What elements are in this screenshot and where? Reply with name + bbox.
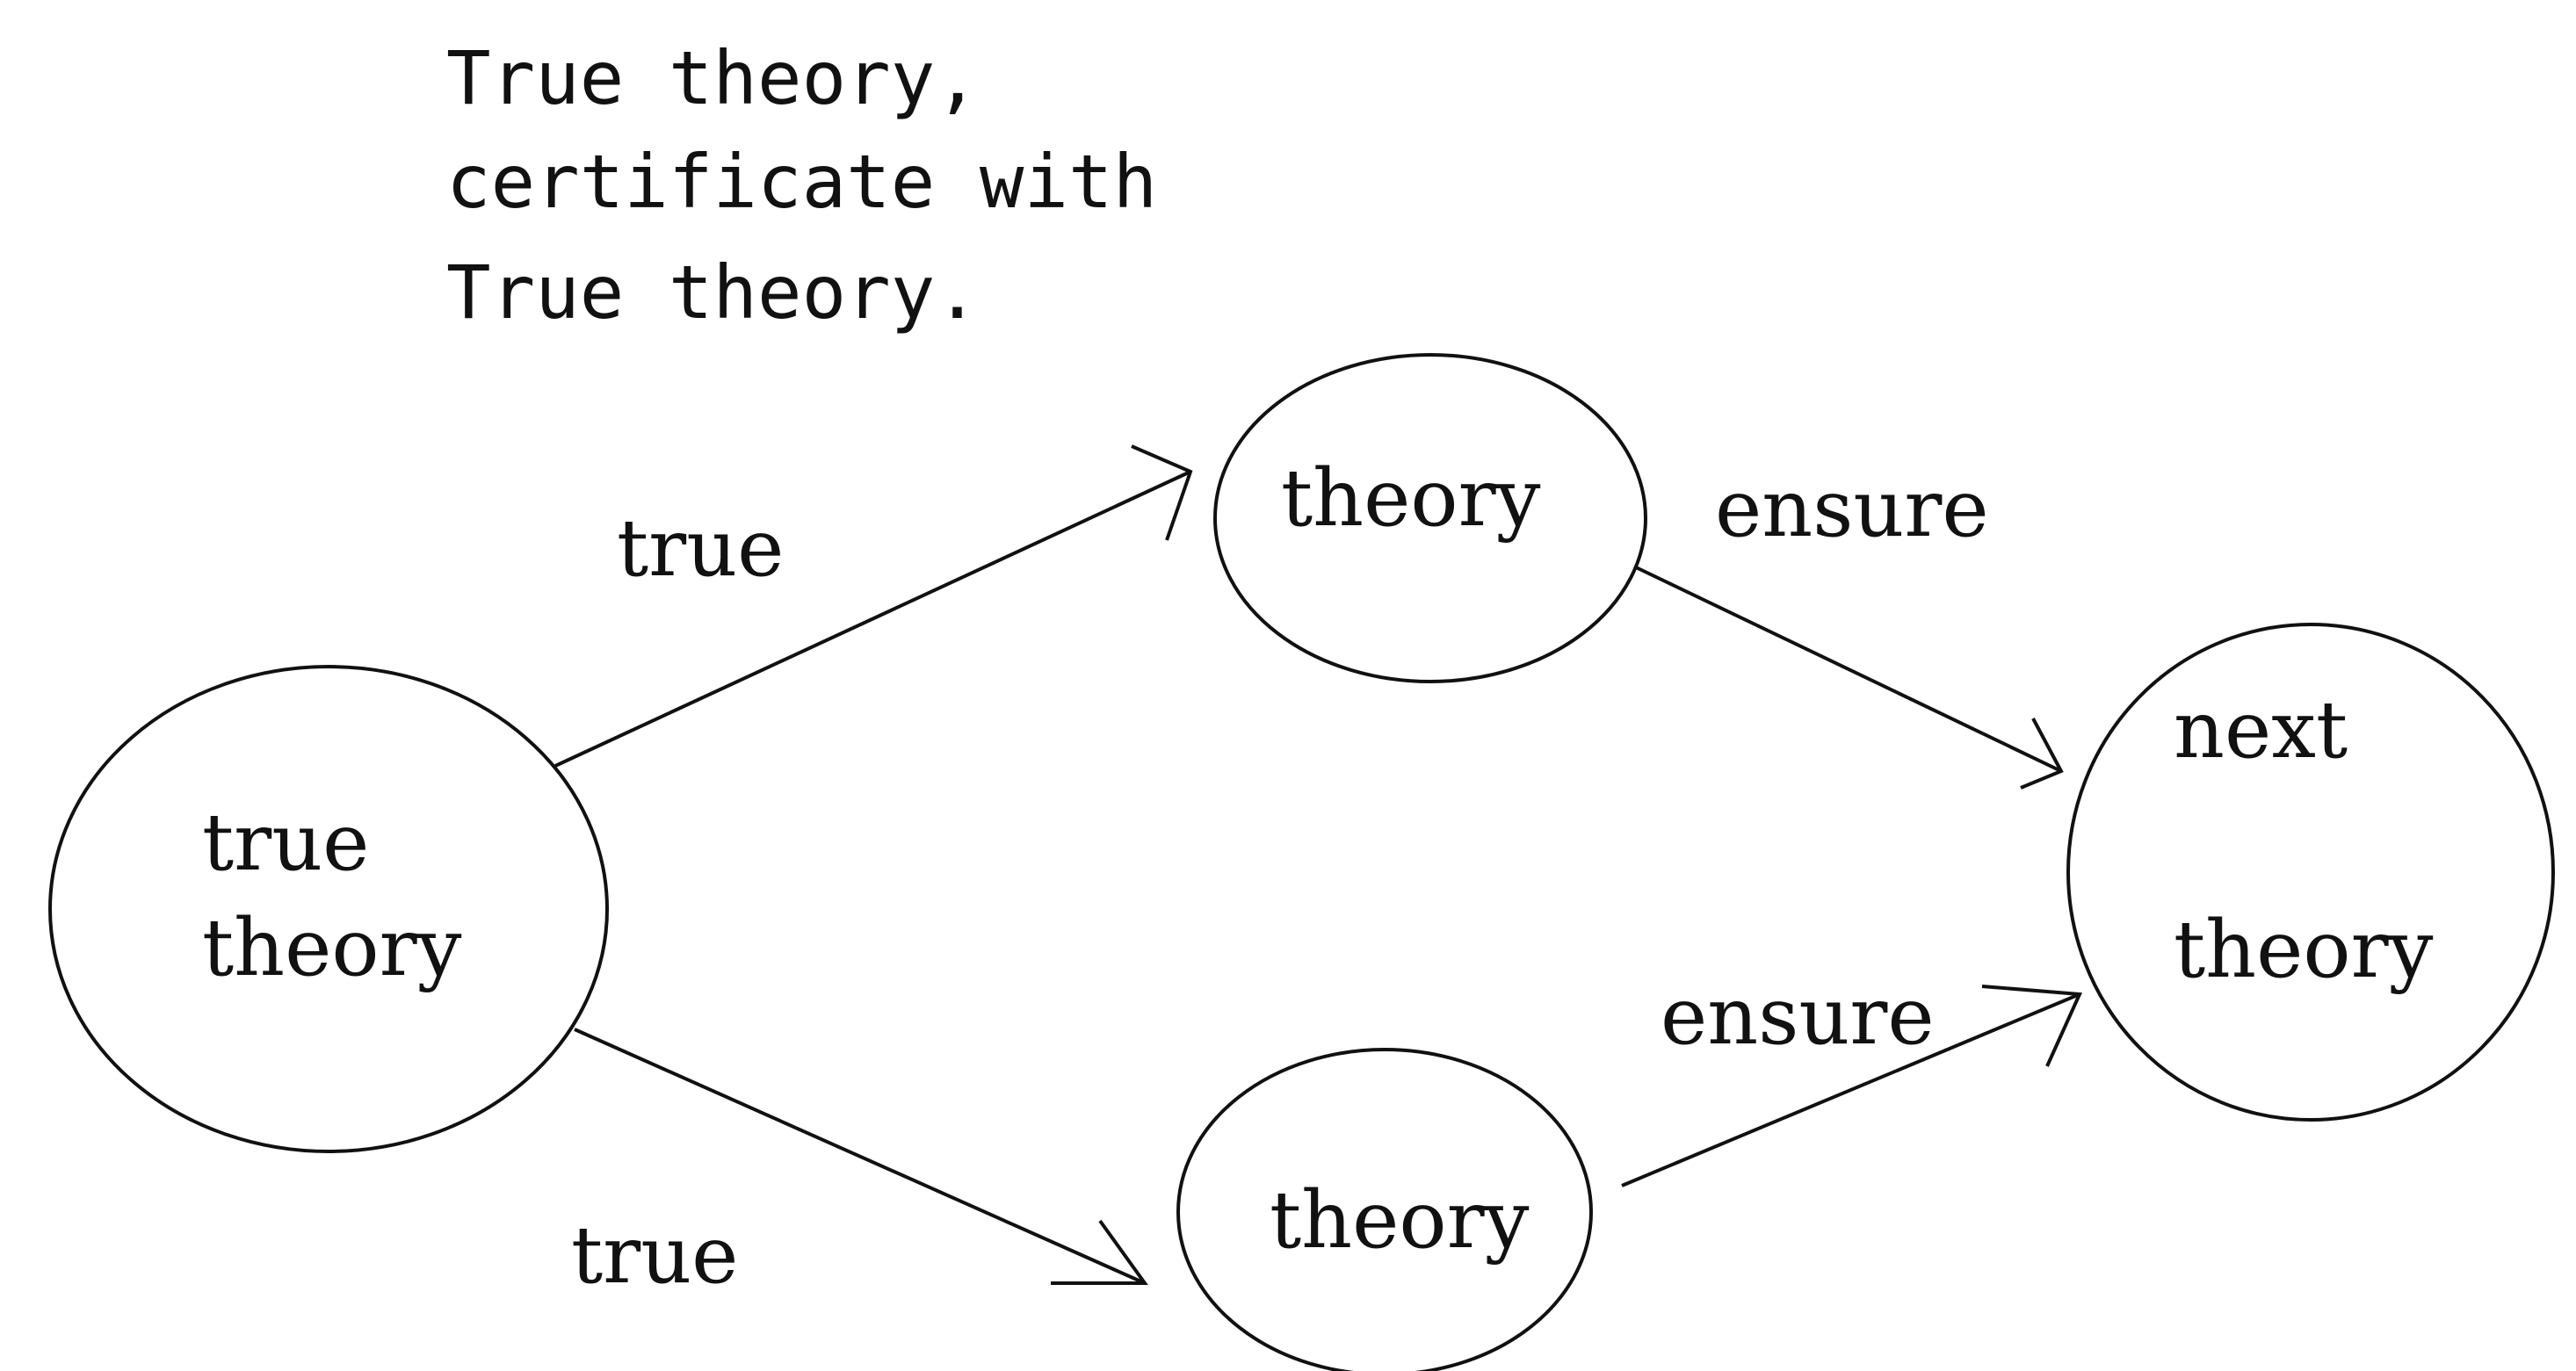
node-true-theory-label-line2: theory	[202, 902, 462, 994]
node-true-theory-ellipse	[48, 665, 609, 1153]
edge-true-to-theory-bottom: true	[571, 1028, 1148, 1302]
node-next-theory-label-line1: next	[2174, 684, 2348, 776]
node-theory-bottom-ellipse	[1176, 1048, 1593, 1371]
node-next-theory: next theory	[2066, 623, 2555, 1122]
edge-true-to-theory-bottom-label: true	[571, 1209, 738, 1302]
arrowhead-icon	[1131, 444, 1193, 541]
edge-true-to-theory-top-label: true	[617, 502, 784, 595]
caption-line-2: certificate with	[446, 139, 1157, 225]
edge-theory-bottom-to-next-line	[1621, 992, 2080, 1187]
arrowhead-icon	[1981, 985, 2082, 1067]
edge-true-to-theory-top-line	[554, 470, 1191, 768]
node-theory-top: theory	[1213, 353, 1647, 683]
edge-true-to-theory-bottom-line	[574, 1028, 1146, 1285]
caption-line-3: True theory.	[446, 249, 980, 336]
node-next-theory-ellipse	[2066, 623, 2555, 1122]
caption-line-1: True theory,	[446, 35, 980, 121]
edge-theory-top-to-next-label: ensure	[1715, 463, 1989, 555]
node-next-theory-label-line2: theory	[2174, 904, 2434, 996]
node-theory-bottom-label: theory	[1270, 1174, 1530, 1266]
arrowhead-icon	[2020, 718, 2064, 790]
node-theory-top-ellipse	[1213, 353, 1647, 683]
edge-theory-bottom-to-next-label: ensure	[1661, 971, 1935, 1063]
edge-theory-top-to-next: ensure	[1633, 463, 2064, 790]
node-true-theory-label-line1: true	[202, 797, 369, 889]
edge-theory-bottom-to-next: ensure	[1621, 971, 2082, 1187]
edge-theory-top-to-next-line	[1633, 565, 2062, 773]
edge-true-to-theory-top: true	[554, 444, 1193, 768]
node-theory-top-label: theory	[1281, 452, 1541, 545]
node-true-theory: true theory	[48, 665, 609, 1153]
caption: True theory, certificate with True theor…	[446, 35, 1157, 336]
arrowhead-icon	[1051, 1219, 1148, 1285]
node-theory-bottom: theory	[1176, 1048, 1593, 1371]
